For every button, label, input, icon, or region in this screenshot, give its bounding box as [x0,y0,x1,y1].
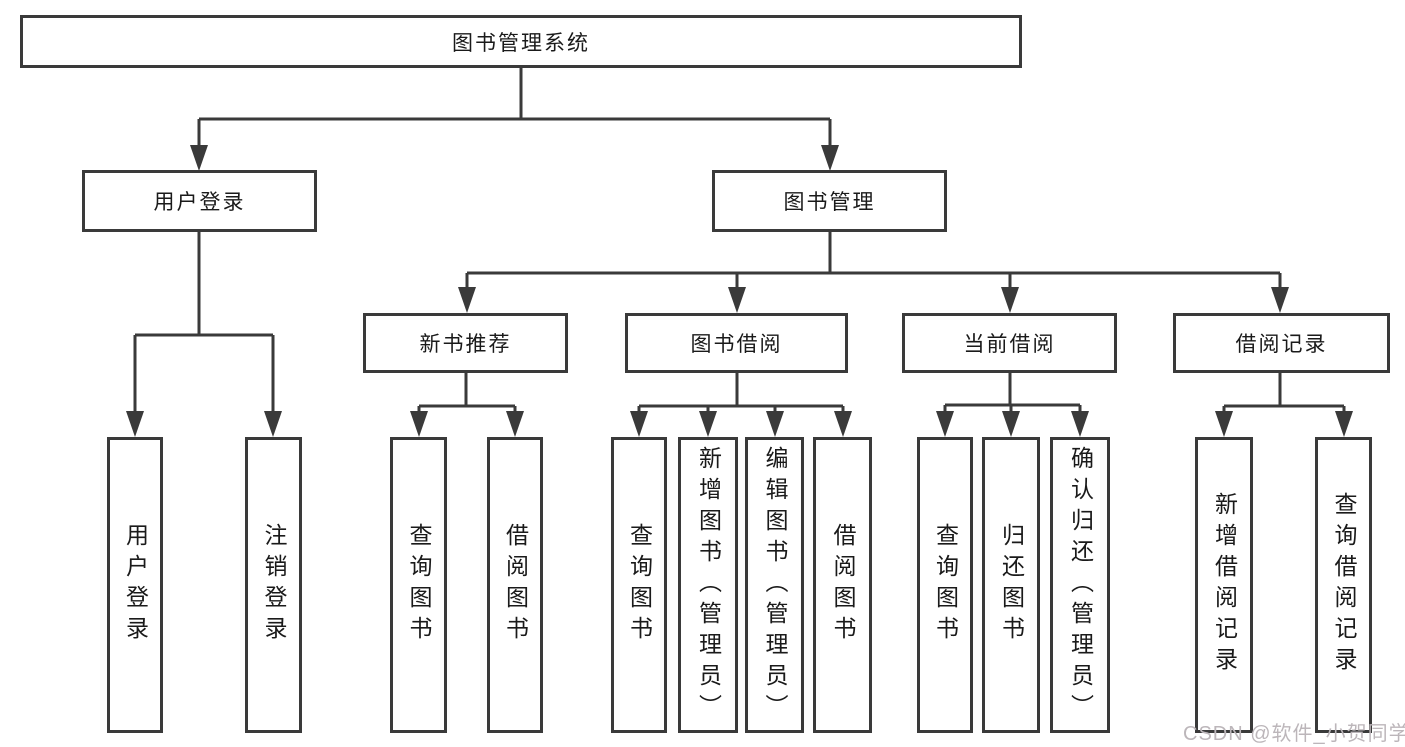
arrowhead-icon [458,287,476,313]
node-current-borrow: 当前借阅 [902,313,1117,373]
arrowhead-icon [1335,411,1353,437]
csdn-watermark: CSDN @软件_小贺同学 [1183,723,1405,745]
arrowhead-icon [506,411,524,437]
leaf-add-book-admin: 新增图书（管理员） [678,437,738,733]
leaf-query-books-current: 查询图书 [917,437,973,733]
arrowhead-icon [264,411,282,437]
leaf-logout: 注销登录 [245,437,302,733]
arrowhead-icon [766,411,784,437]
arrowhead-icon [834,411,852,437]
connector-book-management-branch [465,232,1282,309]
leaf-borrow-books-recommend: 借阅图书 [487,437,543,733]
arrowhead-icon [630,411,648,437]
arrowhead-icon [126,411,144,437]
node-borrow-records: 借阅记录 [1173,313,1390,373]
node-new-book-recommend: 新书推荐 [363,313,568,373]
leaf-borrow-books-borrow: 借阅图书 [813,437,872,733]
connector-root-to-level2 [197,68,832,167]
leaf-return-book: 归还图书 [982,437,1040,733]
node-book-borrow: 图书借阅 [625,313,848,373]
arrowhead-icon [1271,287,1289,313]
leaf-edit-book-admin: 编辑图书（管理员） [745,437,804,733]
connector-borrow-record-branch [1222,373,1346,433]
arrowhead-icon [1001,287,1019,313]
node-library-management-system: 图书管理系统 [20,15,1022,68]
arrowhead-icon [1215,411,1233,437]
leaf-confirm-return-admin: 确认归还（管理员） [1050,437,1110,733]
arrowhead-icon [1002,411,1020,437]
leaf-user-login: 用户登录 [107,437,163,733]
leaf-query-books-borrow: 查询图书 [611,437,667,733]
node-book-management: 图书管理 [712,170,947,232]
arrowhead-icon [728,287,746,313]
arrowhead-icon [410,411,428,437]
leaf-query-borrow-record: 查询借阅记录 [1315,437,1372,733]
arrowhead-icon [699,411,717,437]
arrowhead-icon [1071,411,1089,437]
leaf-add-borrow-record: 新增借阅记录 [1195,437,1253,733]
node-user-login: 用户登录 [82,170,317,232]
arrowhead-icon [190,145,208,171]
connector-book-borrow-branch [637,373,845,433]
arrowhead-icon [936,411,954,437]
connector-new-book-branch [417,373,517,433]
arrowhead-icon [821,145,839,171]
connector-user-login-branch [133,232,275,433]
leaf-query-books-recommend: 查询图书 [390,437,447,733]
